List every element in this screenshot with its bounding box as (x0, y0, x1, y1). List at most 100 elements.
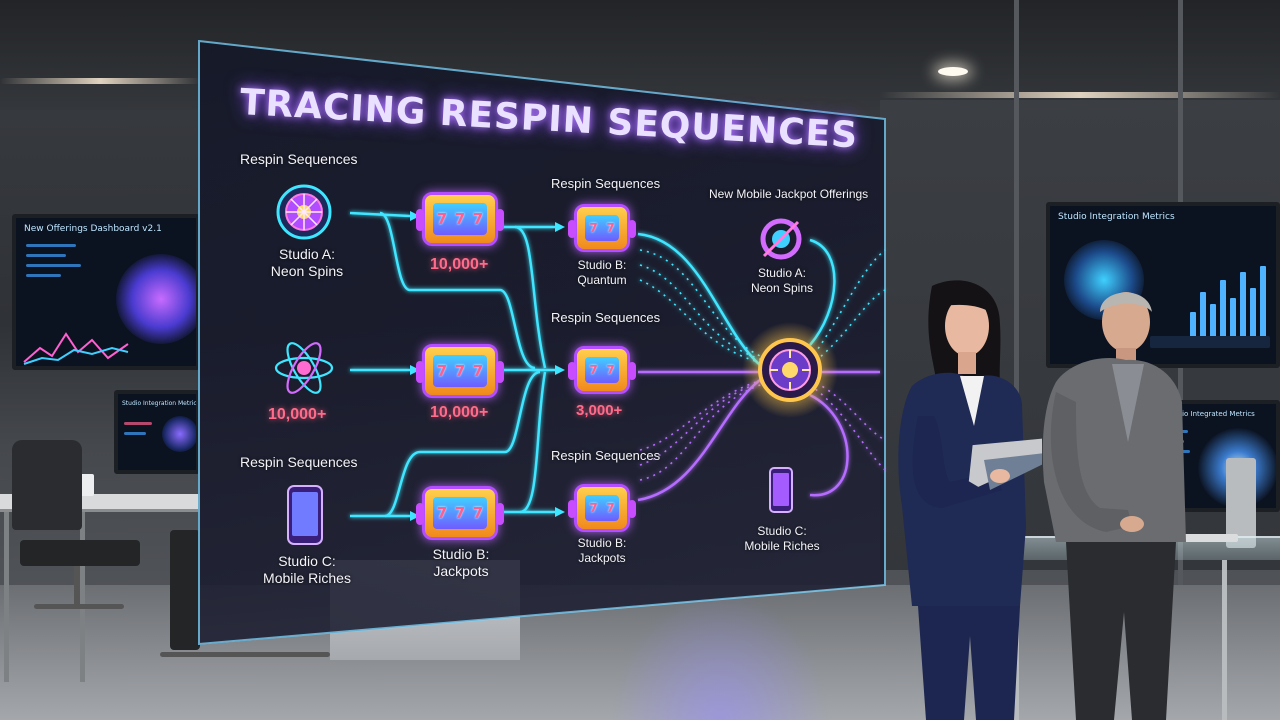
slot-handle (416, 209, 424, 231)
monitor-stand (1226, 458, 1256, 548)
section-header-right: New Mobile Jackpot Offerings (709, 187, 869, 201)
chair-post (74, 566, 80, 606)
monitor-title: Studio Integration Metrics (1058, 212, 1175, 222)
desk-leg (1222, 560, 1227, 720)
ceiling-spotlight (938, 67, 968, 76)
source-node-value: 10,000+ (268, 406, 327, 423)
slot-handle (496, 209, 504, 231)
wall-monitor-right: Studio Integration Metrics (1046, 202, 1280, 368)
node-label-line1: Studio C: (278, 553, 336, 569)
monitor-title: New Offerings Dashboard v2.1 (24, 224, 162, 234)
slot-handle (568, 220, 576, 238)
node-label-line2: Jackpots (433, 563, 489, 579)
node-label-line2: Neon Spins (750, 281, 814, 295)
monitor-bar (1190, 312, 1196, 342)
ceiling-light-strip (0, 78, 200, 84)
slot-value: 3,000+ (576, 402, 623, 419)
monitor-graphic (162, 416, 196, 452)
chair-base (160, 652, 330, 657)
chair-seat (20, 540, 140, 566)
slot-handle (496, 361, 504, 383)
slot-handle (416, 361, 424, 383)
node-label-line2: Mobile Riches (744, 539, 820, 553)
monitor-row (124, 422, 152, 425)
section-label: Respin Sequences (551, 176, 661, 191)
monitor-bar (1230, 298, 1236, 342)
slot-value: 10,000+ (430, 404, 489, 421)
node-label-line1: Studio B: (577, 258, 627, 272)
monitor-row (26, 244, 76, 247)
atom-icon (274, 342, 334, 394)
monitor-row (26, 264, 81, 267)
monitor-title: Studio Integrated Metrics (1166, 410, 1255, 418)
wall-monitor-left: New Offerings Dashboard v2.1 (12, 214, 200, 370)
output-node-studio-c: Studio C: Mobile Riches (738, 524, 826, 554)
slot-handle (568, 362, 576, 380)
monitor-row (26, 254, 66, 257)
node-label-line2: Jackpots (578, 551, 626, 565)
node-label-line2: Mobile Riches (263, 570, 351, 586)
monitor-bar (1260, 266, 1266, 342)
neon-wheel-icon (276, 184, 332, 240)
smartphone-icon (769, 467, 793, 513)
section-label: Respin Sequences (551, 448, 661, 463)
monitor-bar (1240, 272, 1246, 342)
monitor-bar (1250, 288, 1256, 342)
monitor-row (124, 432, 146, 435)
monitor-line-chart (23, 332, 129, 365)
source-node-studio-a: Studio A: Neon Spins (262, 246, 352, 280)
node-label-line1: Studio A: (278, 246, 336, 262)
monitor-bar (1210, 304, 1216, 342)
man-at-desk (1042, 292, 1186, 720)
monitor-bar (1220, 280, 1226, 342)
projector-glow (610, 590, 830, 720)
output-node-studio-a: Studio A: Neon Spins (740, 266, 824, 296)
source-node-studio-c: Studio C: Mobile Riches (252, 553, 362, 587)
node-label-line1: Studio C: (757, 524, 807, 538)
smartphone-icon (287, 485, 323, 545)
slot-value: 10,000+ (430, 256, 489, 273)
node-label-line1: Studio A: (757, 266, 807, 280)
node-label-line1: Studio B: (577, 536, 627, 550)
woman-with-tablet (898, 280, 1042, 720)
node-label-line2: Quantum (577, 273, 627, 287)
desk-monitor-left: Studio Integration Metrics (114, 390, 200, 474)
slot-handle (628, 220, 636, 238)
ceiling-light-strip (880, 92, 1280, 98)
office-chair (12, 440, 82, 530)
monitor-graphic (116, 254, 196, 344)
node-label-line2: Neon Spins (270, 263, 344, 279)
slot-node-studio-b-jackpots-2: Studio B: Jackpots (560, 536, 644, 566)
neon-ring-icon (760, 218, 802, 260)
section-label: Respin Sequences (240, 454, 358, 470)
slot-handle (496, 503, 504, 525)
monitor-footer (1150, 336, 1270, 348)
desk-leg (4, 512, 9, 682)
glass-partition (1014, 0, 1019, 650)
slot-node-studio-b-quantum: Studio B: Quantum (560, 258, 644, 288)
node-label-line1: Studio B: (432, 546, 490, 562)
monitor-row (26, 274, 61, 277)
slot-handle (628, 500, 636, 518)
slot-node-studio-b-jackpots: Studio B: Jackpots (414, 546, 508, 580)
section-label: Respin Sequences (551, 310, 661, 325)
monitor-title: Studio Integration Metrics (122, 400, 200, 407)
office-chair (170, 530, 200, 650)
slot-handle (416, 503, 424, 525)
monitor-bar (1200, 292, 1206, 342)
slot-handle (568, 500, 576, 518)
slot-handle (628, 362, 636, 380)
desk-leg (80, 512, 85, 682)
